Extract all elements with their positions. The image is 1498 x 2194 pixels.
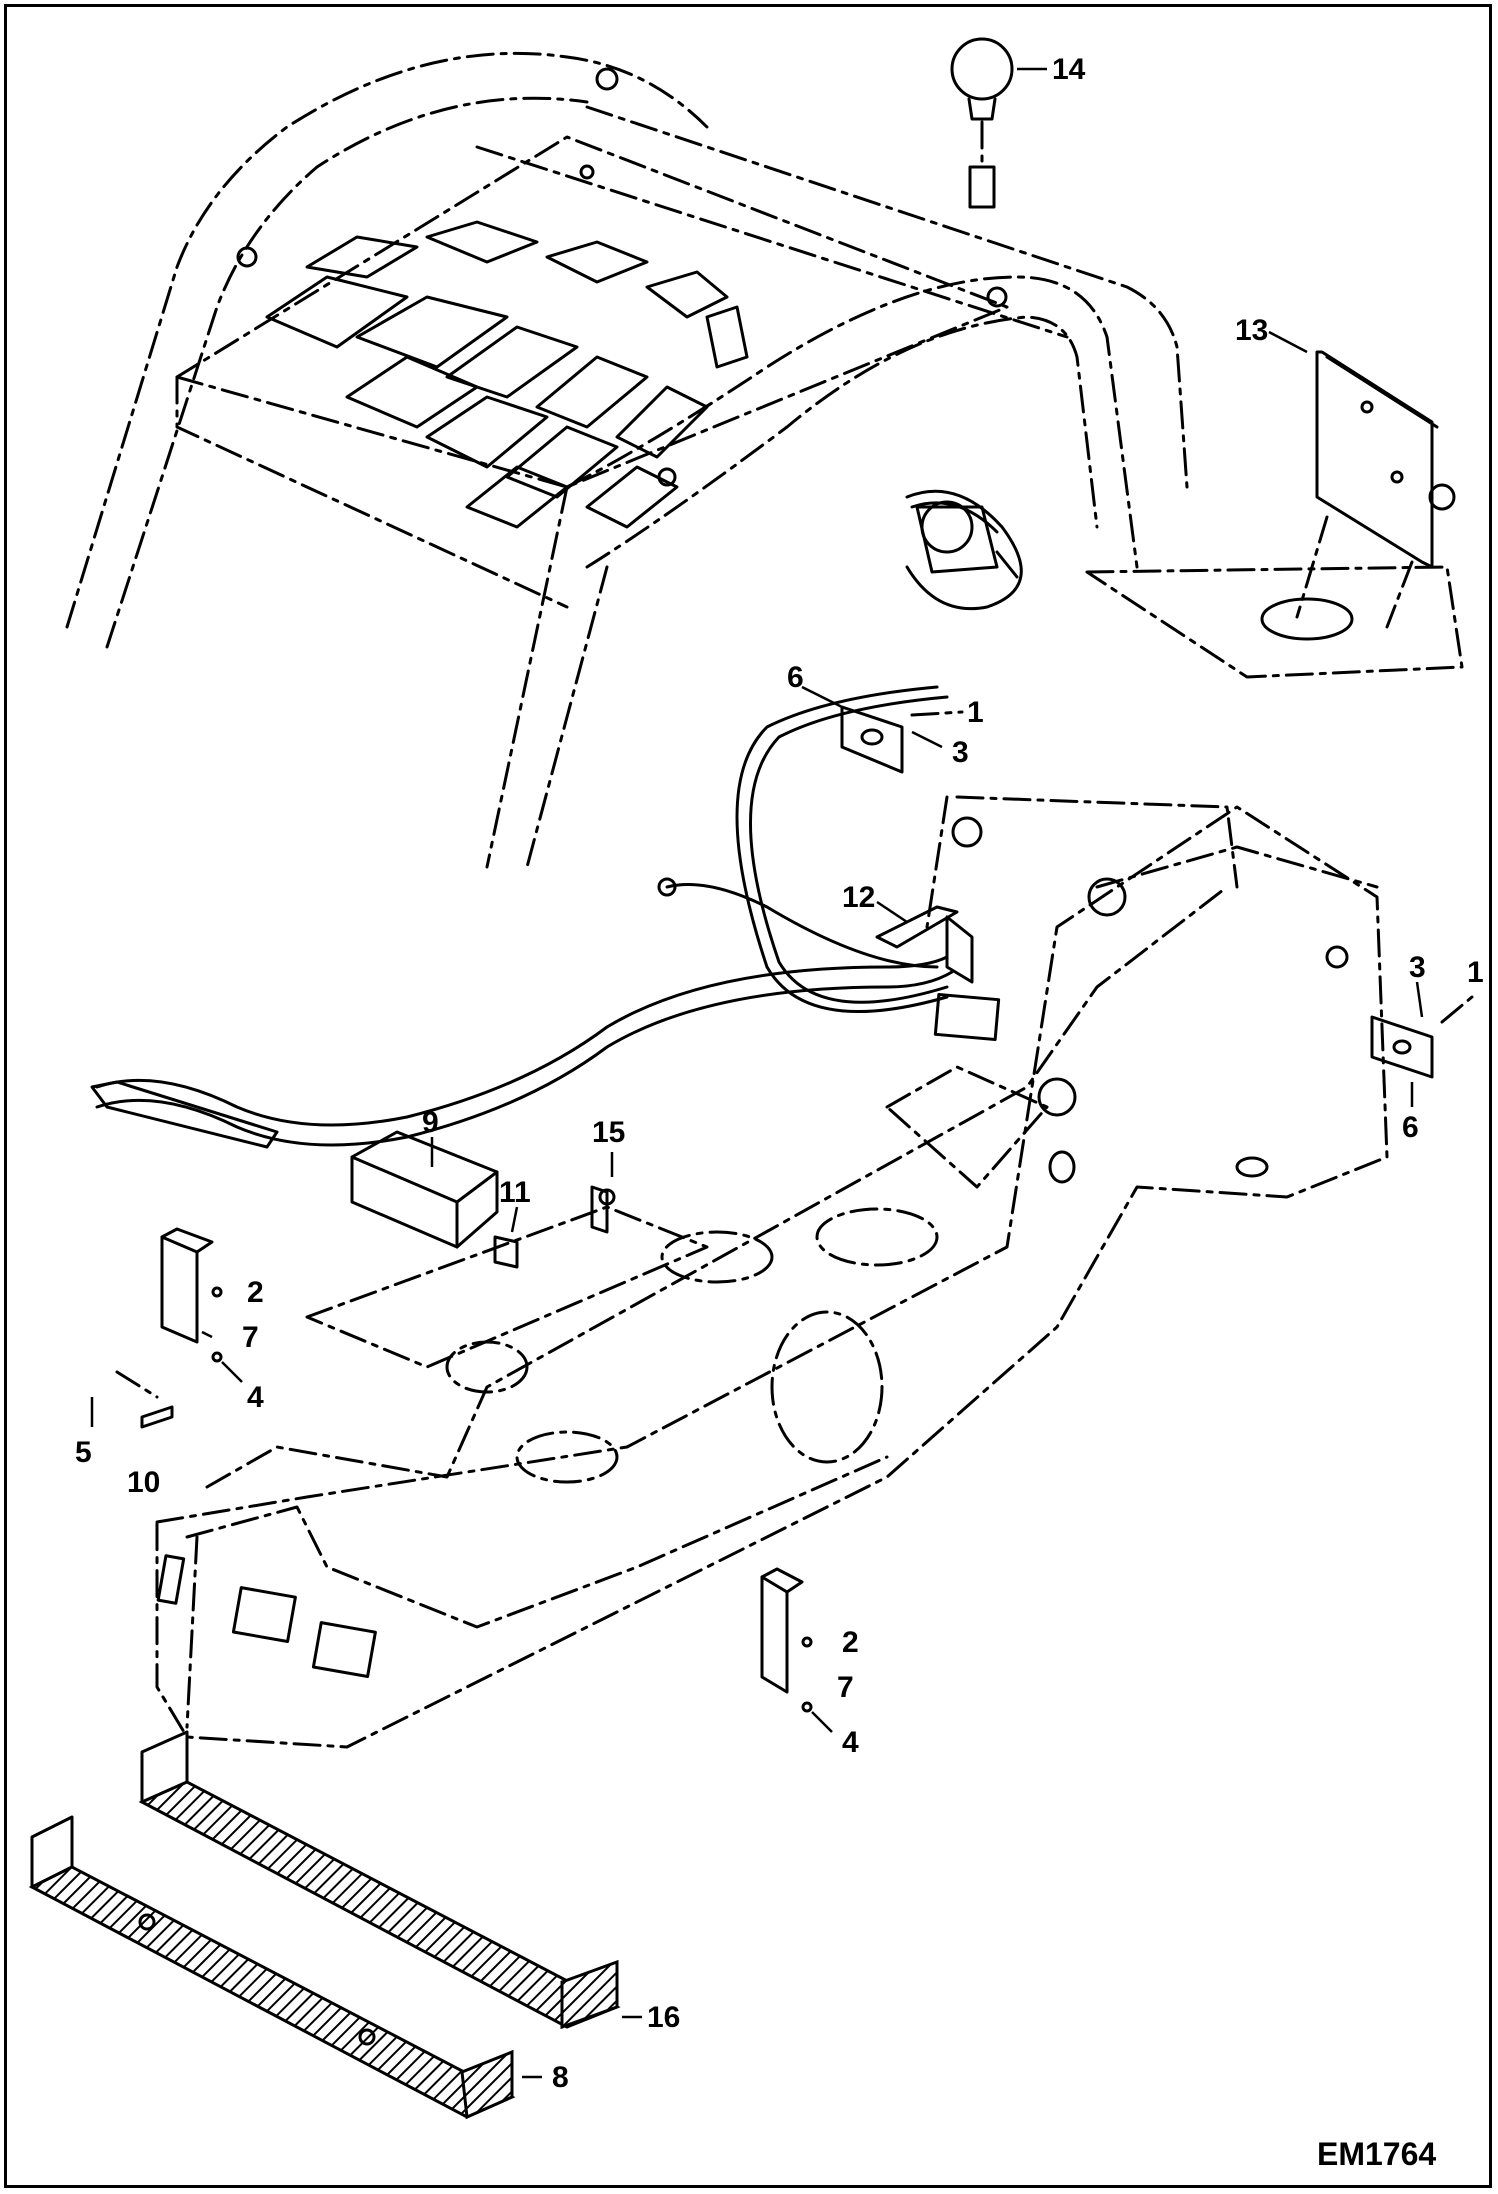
callout-12: 12 bbox=[842, 881, 875, 914]
part-10-clip bbox=[90, 1370, 174, 1429]
bracket-6-upper bbox=[801, 685, 964, 774]
callout-1: 1 bbox=[967, 696, 984, 729]
bracket-6-right bbox=[1370, 981, 1474, 1107]
control-cables bbox=[90, 489, 1023, 1149]
callout-2: 2 bbox=[842, 1626, 859, 1659]
callout-1: 1 bbox=[1467, 956, 1484, 989]
bracket-7-left bbox=[160, 1227, 243, 1383]
callout-11: 11 bbox=[499, 1176, 531, 1209]
part-9-box bbox=[350, 1130, 519, 1269]
callout-4: 4 bbox=[842, 1726, 859, 1759]
callout-6: 6 bbox=[1402, 1111, 1419, 1144]
main-frame bbox=[155, 795, 1389, 1749]
canopy-rops bbox=[65, 51, 1189, 869]
callout-labels: 14 13 6 1 3 12 3 1 6 9 15 11 2 7 4 5 10 … bbox=[75, 53, 1484, 2094]
callout-5: 5 bbox=[75, 1436, 92, 1469]
callout-9: 9 bbox=[422, 1106, 439, 1139]
part-13-mounting-plate bbox=[1085, 330, 1464, 679]
callout-14: 14 bbox=[1052, 53, 1086, 86]
callout-4: 4 bbox=[247, 1381, 264, 1414]
callout-3: 3 bbox=[1409, 951, 1426, 984]
part-14-knob bbox=[950, 37, 1047, 209]
part-8-skirt bbox=[28, 1815, 542, 2120]
callout-8: 8 bbox=[552, 2061, 569, 2094]
callout-7: 7 bbox=[837, 1671, 854, 1704]
drawing-code: EM1764 bbox=[1317, 2136, 1436, 2172]
callout-3: 3 bbox=[952, 736, 969, 769]
drawing-frame: 14 13 6 1 3 12 3 1 6 9 15 11 2 7 4 5 10 … bbox=[4, 4, 1492, 2188]
callout-15: 15 bbox=[592, 1116, 625, 1149]
bracket-7-lower bbox=[760, 1567, 833, 1733]
exploded-parts-diagram: 14 13 6 1 3 12 3 1 6 9 15 11 2 7 4 5 10 … bbox=[28, 37, 1484, 2172]
callout-13: 13 bbox=[1235, 314, 1268, 347]
callout-16: 16 bbox=[647, 2001, 680, 2034]
switch-assembly bbox=[915, 500, 1019, 579]
callout-10: 10 bbox=[127, 1466, 160, 1499]
callout-2: 2 bbox=[247, 1276, 264, 1309]
callout-7: 7 bbox=[242, 1321, 259, 1354]
part-16-skirt bbox=[138, 1730, 642, 2030]
part-15-latch bbox=[590, 1152, 616, 1234]
callout-6: 6 bbox=[787, 661, 804, 694]
